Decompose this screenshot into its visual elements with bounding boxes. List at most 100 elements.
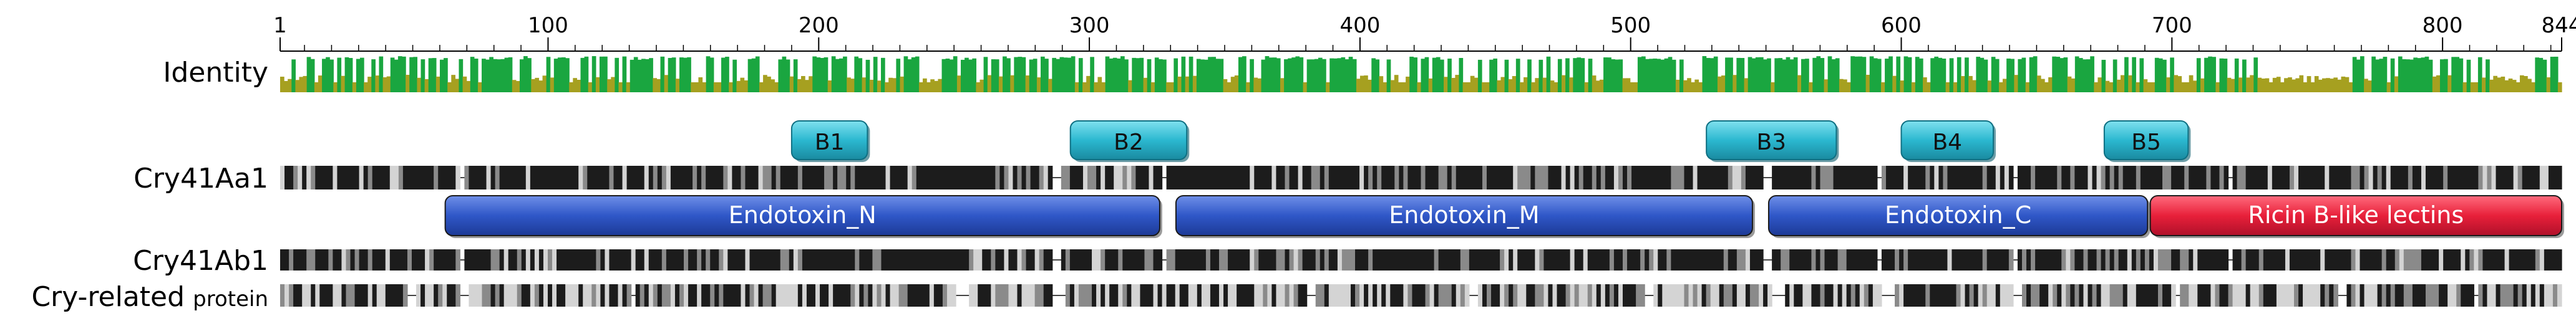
identity-bar — [1379, 76, 1384, 92]
sequence-segment — [973, 166, 978, 189]
sequence-segment — [2031, 284, 2036, 307]
sequence-segment — [762, 166, 768, 189]
identity-bar — [1683, 80, 1688, 92]
sequence-segment — [1688, 166, 1694, 189]
sequence-segment — [2487, 249, 2492, 271]
sequence-segment — [2478, 284, 2484, 307]
identity-bar — [824, 57, 829, 92]
sequence-segment — [2530, 249, 2536, 271]
identity-bar — [1850, 56, 1855, 92]
identity-bar — [907, 59, 912, 92]
sequence-segment — [1925, 249, 1930, 271]
sequence-segment — [1513, 166, 1518, 189]
sequence-segment — [920, 284, 926, 307]
sequence-segment — [354, 249, 360, 271]
identity-bar — [759, 82, 764, 92]
sequence-segment — [2026, 249, 2031, 271]
sequence-segment — [1693, 249, 1698, 271]
identity-bar — [1744, 78, 1749, 92]
sequence-segment — [929, 284, 935, 307]
identity-bar — [664, 75, 669, 92]
sequence-segment — [1346, 166, 1351, 189]
sequence-segment — [2557, 166, 2562, 189]
identity-bar — [2280, 82, 2285, 92]
identity-bar — [694, 82, 699, 92]
identity-bar — [2136, 82, 2141, 92]
identity-bar — [2048, 77, 2053, 92]
sequence-segment — [2162, 166, 2167, 189]
identity-bar — [1276, 58, 1281, 92]
sequence-segment — [767, 249, 772, 271]
sequence-segment — [328, 284, 333, 307]
sequence-segment — [389, 166, 395, 189]
sequence-segment — [521, 284, 527, 307]
sequence-segment — [591, 284, 596, 307]
block-box — [2103, 120, 2189, 160]
sequence-segment — [411, 249, 417, 271]
sequence-segment — [1741, 249, 1746, 271]
sequence-segment — [1280, 284, 1286, 307]
sequence-segment — [2394, 166, 2400, 189]
sequence-segment — [1991, 284, 1996, 307]
sequence-segment — [1170, 284, 1176, 307]
sequence-segment — [341, 249, 347, 271]
sequence-segment — [2434, 249, 2439, 271]
sequence-segment — [714, 166, 719, 189]
sequence-segment — [2057, 249, 2062, 271]
sequence-segment — [512, 166, 518, 189]
sequence-segment — [741, 166, 746, 189]
sequence-segment — [723, 166, 728, 189]
sequence-segment — [420, 284, 425, 307]
identity-bar — [1485, 82, 1490, 92]
sequence-segment — [670, 166, 676, 189]
sequence-segment — [1328, 166, 1334, 189]
identity-bar — [1192, 75, 1197, 92]
identity-bar — [2219, 58, 2224, 92]
sequence-segment — [2325, 284, 2330, 307]
sequence-segment — [1289, 249, 1295, 271]
sequence-segment — [898, 166, 904, 189]
sequence-segment — [1613, 284, 1619, 307]
sequence-segment — [1868, 284, 1874, 307]
identity-bar — [1542, 77, 1547, 92]
sequence-segment — [850, 284, 855, 307]
sequence-segment — [1781, 166, 1786, 189]
sequence-segment — [1205, 249, 1211, 271]
identity-bar — [455, 79, 460, 92]
sequence-segment — [2368, 249, 2374, 271]
sequence-segment — [398, 166, 404, 189]
identity-bar — [1637, 57, 1642, 92]
sequence-segment — [1684, 166, 1689, 189]
sequence-segment — [2342, 166, 2347, 189]
sequence-segment — [587, 284, 592, 307]
sequence-segment — [1679, 249, 1685, 271]
sequence-segment — [1697, 249, 1703, 271]
sequence-segment — [622, 166, 628, 189]
sequence-segment — [2224, 284, 2229, 307]
sequence-segment — [455, 166, 460, 189]
sequence-segment — [1276, 249, 1281, 271]
sequence-segment — [1930, 284, 1935, 307]
sequence-segment — [2070, 249, 2075, 271]
sequence-segment — [1013, 284, 1018, 307]
ruler-tick-label: 1 — [273, 13, 287, 38]
sequence-segment — [793, 249, 799, 271]
sequence-segment — [2215, 249, 2220, 271]
sequence-segment — [2289, 249, 2295, 271]
sequence-segment — [2307, 284, 2312, 307]
sequence-segment — [684, 249, 689, 271]
sequence-segment — [394, 249, 399, 271]
identity-bar — [1820, 58, 1825, 92]
identity-bar — [850, 79, 855, 92]
identity-bar — [1112, 57, 1117, 92]
identity-bar — [1626, 78, 1631, 92]
sequence-segment — [1872, 166, 1878, 189]
identity-bar — [364, 82, 368, 92]
sequence-segment — [1732, 284, 1738, 307]
sequence-segment — [1517, 284, 1522, 307]
sequence-segment — [2122, 284, 2128, 307]
sequence-segment — [1504, 166, 1509, 189]
identity-bar — [493, 59, 498, 92]
sequence-segment — [727, 284, 732, 307]
sequence-segment — [2364, 166, 2369, 189]
